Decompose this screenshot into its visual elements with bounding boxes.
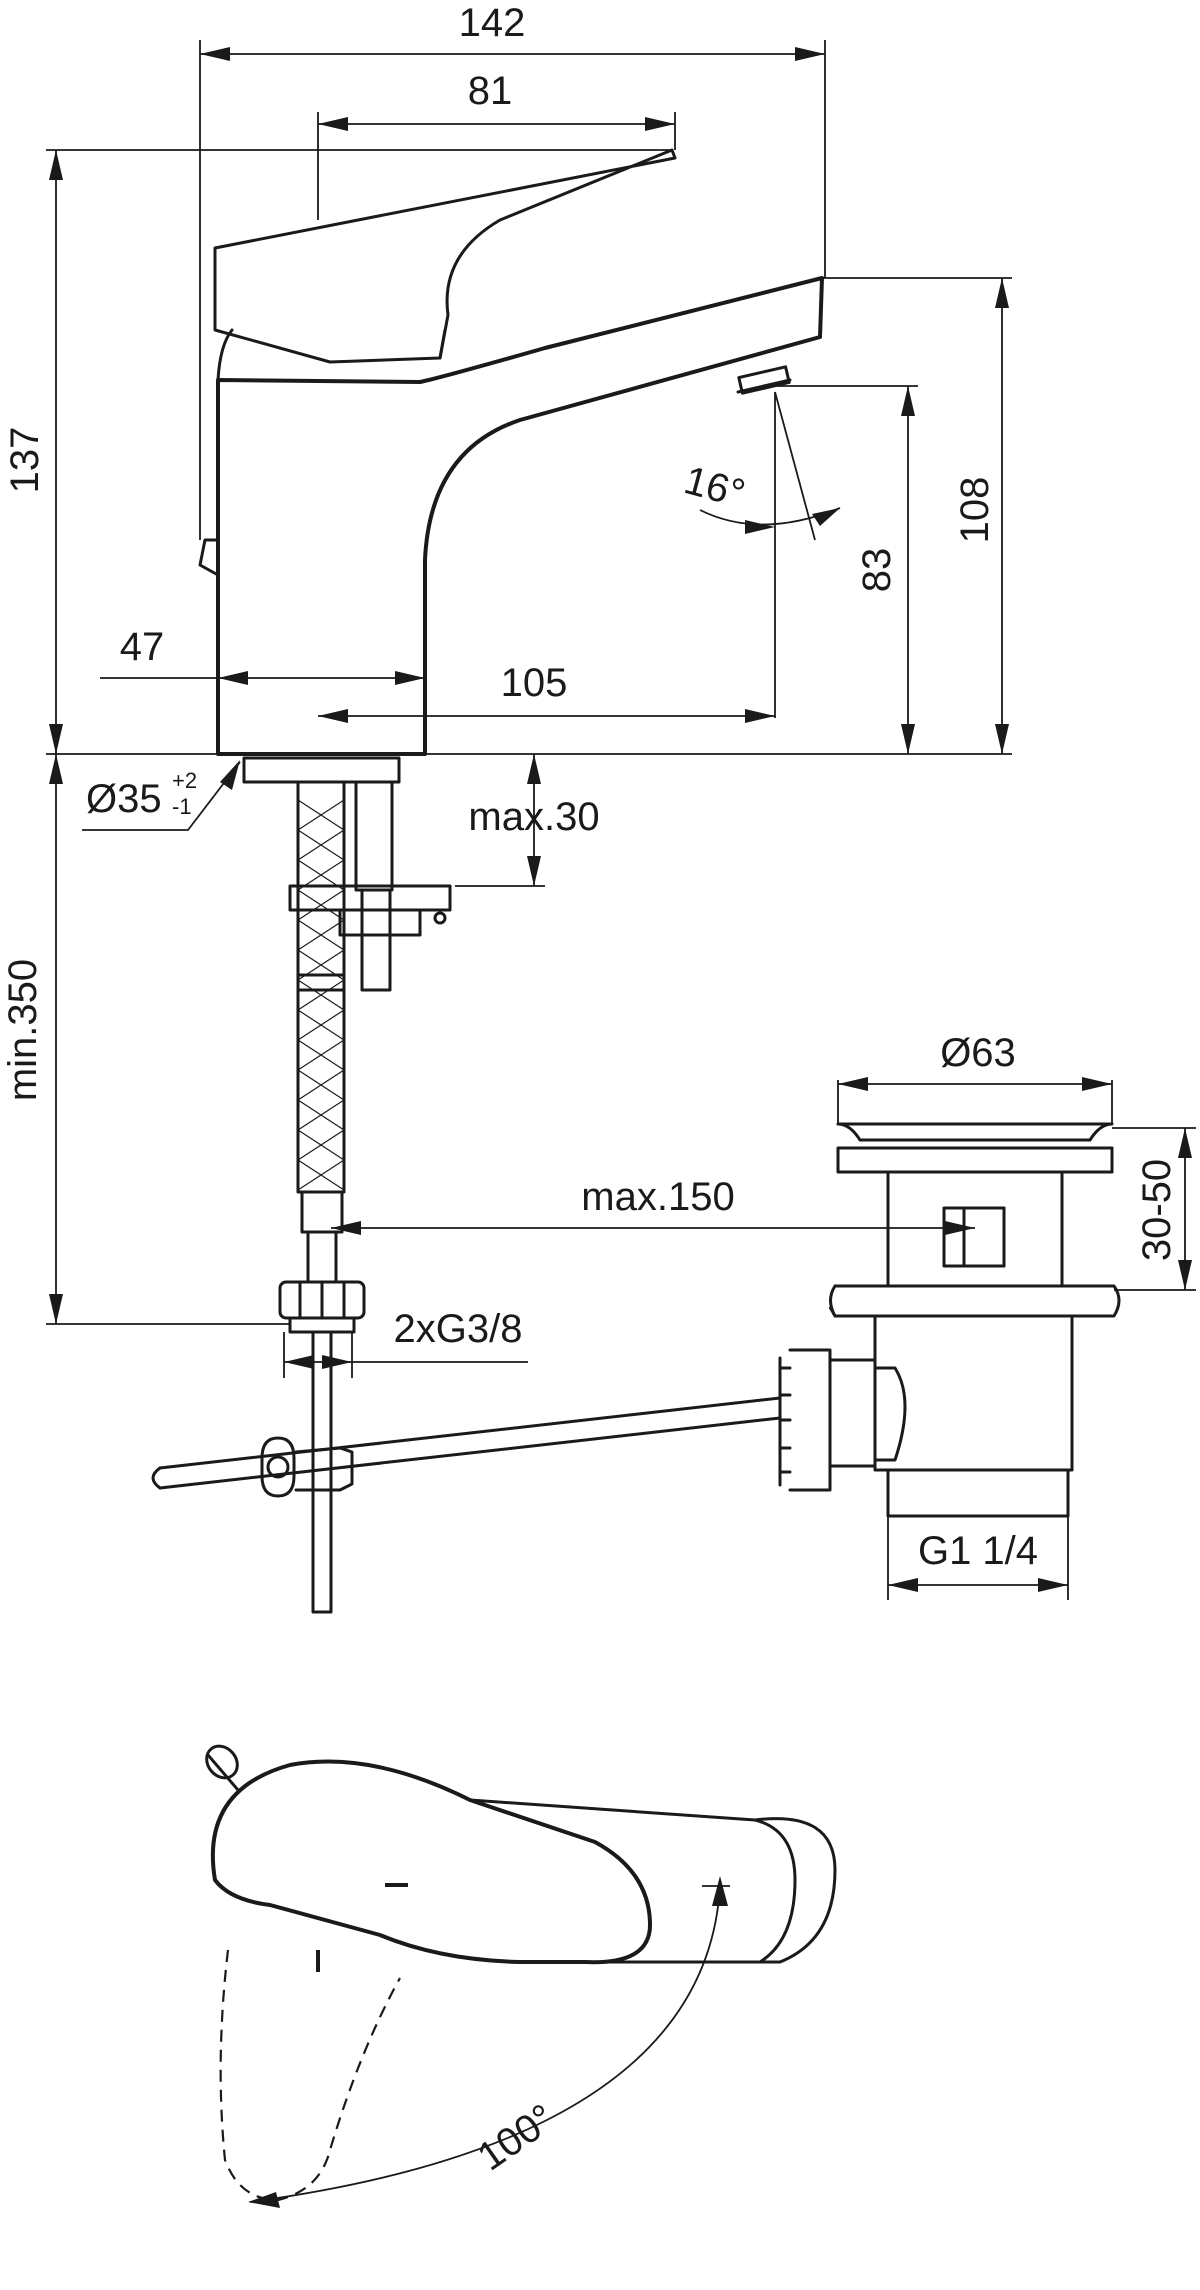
dim-108: 108 [953,477,997,544]
dim-16-degrees: 16° [680,458,750,516]
dim-diameter-35: Ø35 [86,777,162,821]
dim-100-degrees: 100° [470,2096,563,2179]
dim-diameter-63: Ø63 [940,1031,1016,1075]
dim-g1-1-4: G1 1/4 [918,1529,1038,1573]
dim-30-50: 30-50 [1135,1159,1179,1261]
dim-max-150: max.150 [581,1175,734,1219]
dim-142: 142 [459,1,526,45]
dim-tol-plus: +2 [172,768,197,793]
dim-47: 47 [120,625,165,669]
dim-min-350: min.350 [1,959,45,1101]
dimension-lines [46,40,1196,2208]
dim-max-30: max.30 [468,795,599,839]
dim-137: 137 [3,427,47,494]
dim-2xg3-8: 2xG3/8 [394,1307,523,1351]
dim-83: 83 [855,548,899,593]
dim-tol-minus: -1 [172,794,192,819]
dim-81: 81 [468,69,513,113]
dim-105: 105 [501,661,568,705]
hoses-and-fixing [278,780,452,1614]
pop-up-waste [151,1122,1121,1518]
